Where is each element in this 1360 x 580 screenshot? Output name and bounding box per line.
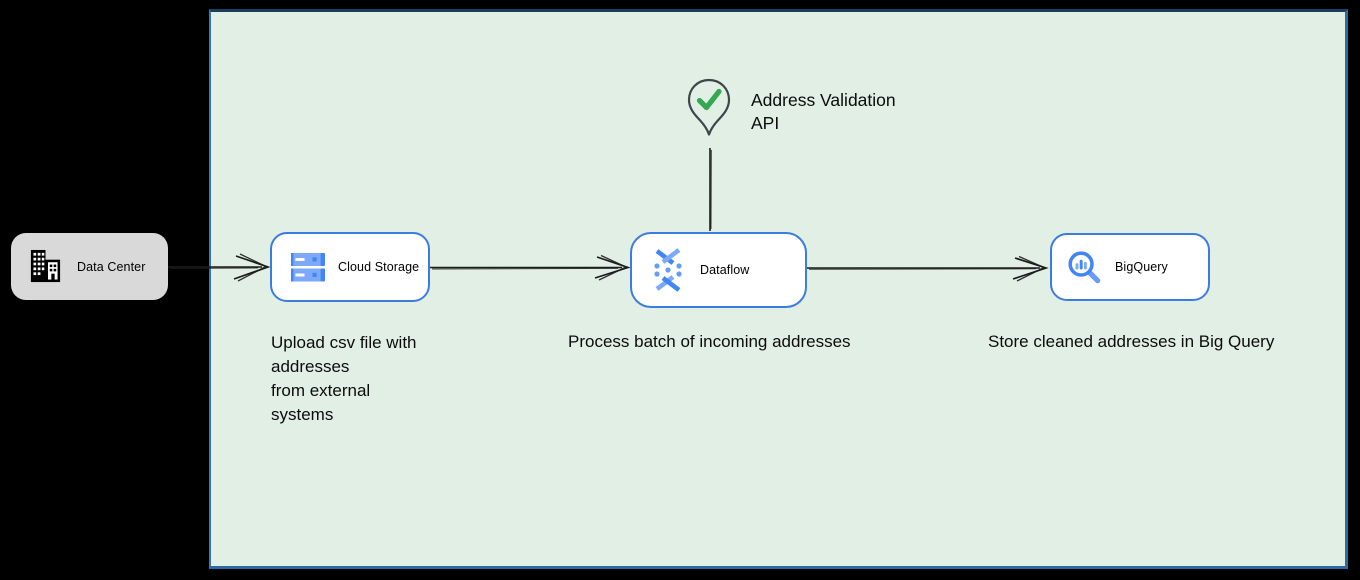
node-bigquery: BigQuery <box>1050 233 1210 301</box>
bigquery-icon <box>1068 250 1101 283</box>
node-label: Cloud Storage <box>338 260 420 274</box>
node-cloud-storage: Cloud Storage <box>270 232 430 302</box>
node-label: Data Center <box>77 259 146 274</box>
node-dataflow: Dataflow <box>630 232 807 308</box>
node-label: Dataflow <box>700 263 750 277</box>
cloud-storage-icon <box>291 252 325 281</box>
node-label: BigQuery <box>1115 260 1168 274</box>
annotation-store-cleaned: Store cleaned addresses in Big Query <box>988 332 1275 351</box>
annotation-process-batch: Process batch of incoming addresses <box>568 332 851 351</box>
map-pin-check-icon <box>687 78 731 136</box>
api-marker-label: Address Validation API <box>751 90 896 133</box>
annotation-upload-csv: Upload csv file with addresses from exte… <box>271 333 417 424</box>
dataflow-icon <box>654 248 682 292</box>
node-data-center: Data Center <box>11 233 168 300</box>
building-icon <box>30 249 61 283</box>
